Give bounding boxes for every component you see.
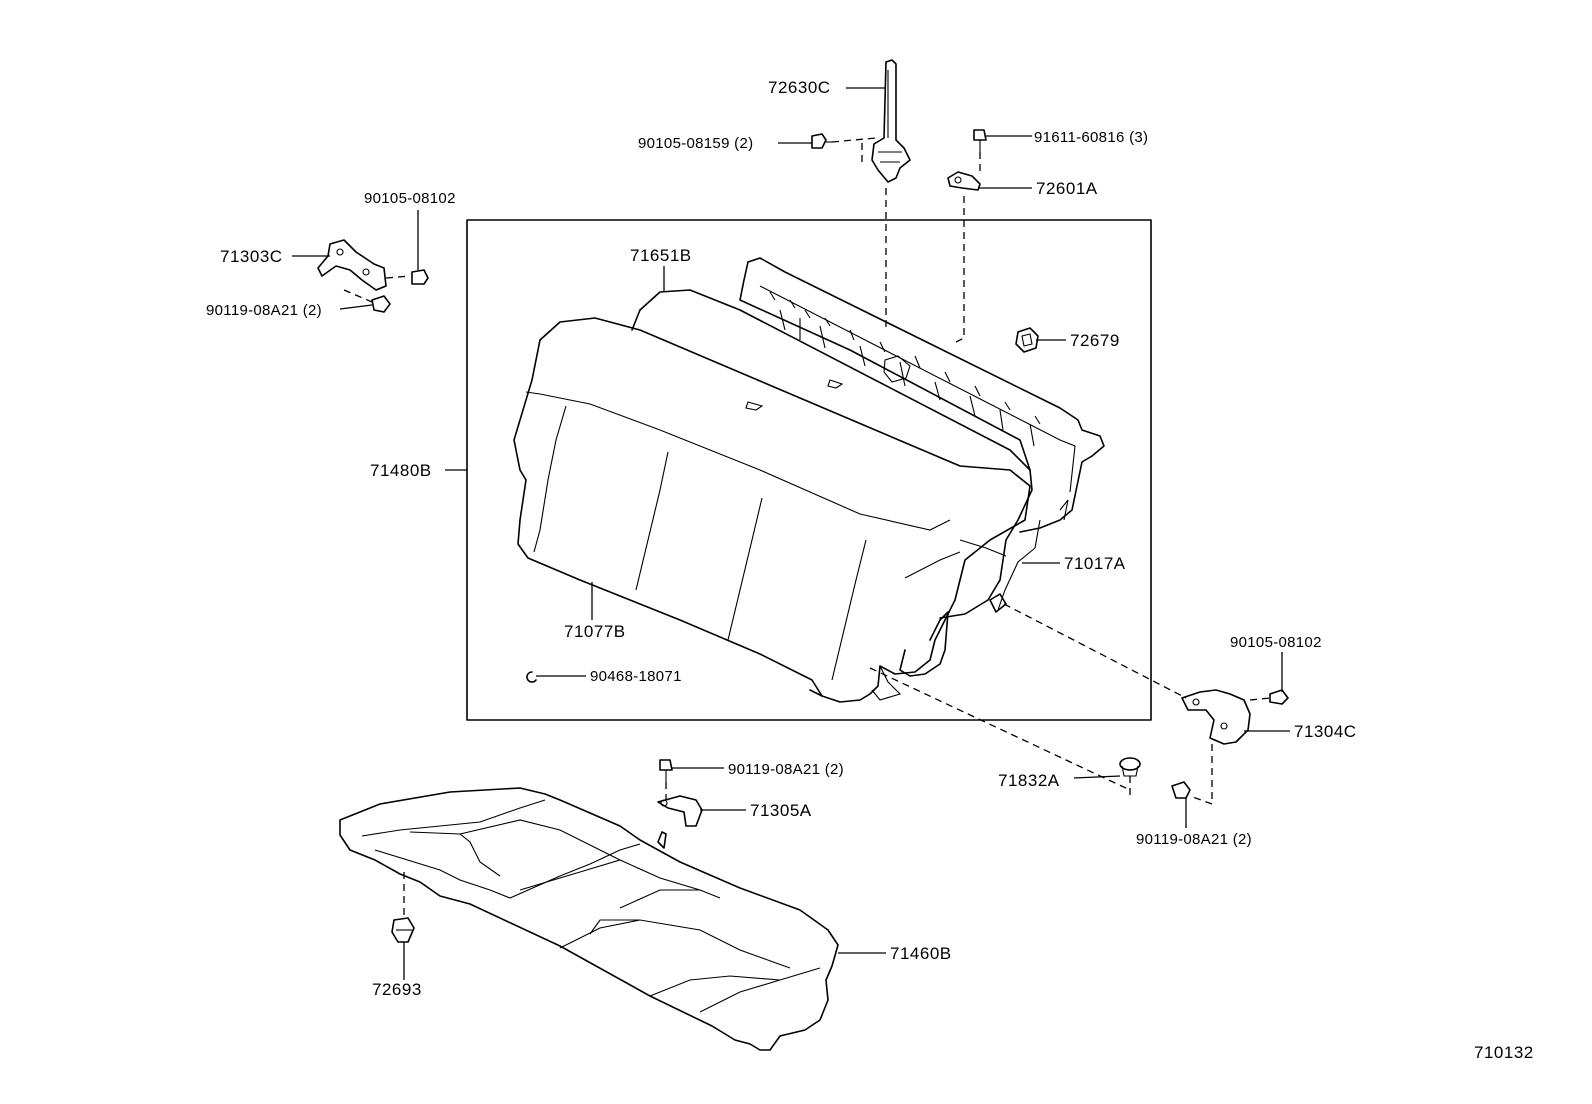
seatback-frame [739,257,1105,613]
callout-71832A: 71832A [998,771,1060,790]
figure-number: 710132 [1474,1043,1534,1062]
callout-72679: 72679 [1070,331,1120,350]
callout-71460B: 71460B [890,944,952,963]
callout-90119-08A21-right: 90119-08A21 (2) [1136,831,1252,848]
bolt-91611-60816 [973,129,987,152]
clip-72679 [1015,327,1039,353]
bracket-72601A [947,171,981,191]
seat-cushion [339,787,839,1051]
callout-90105-08159: 90105-08159 (2) [638,135,753,152]
callout-90119-08A21-left: 90119-08A21 (2) [206,302,322,319]
callout-71480B: 71480B [370,461,432,480]
bolt-90105-08102-right [1269,689,1289,705]
callout-71017A: 71017A [1064,554,1126,573]
callout-90105-08102-left: 90105-08102 [364,190,456,207]
seatback-pad [631,289,1033,619]
striker-72630C [871,59,911,183]
bolt-90119-08A21-mid [659,759,673,782]
clip-72693 [391,917,415,943]
callout-71077B: 71077B [564,622,626,641]
bolt-90105-08159 [811,133,832,149]
callout-71304C: 71304C [1294,722,1357,741]
bolt-90105-08102-left [411,269,429,285]
bolt-90119-08A21-left [371,295,391,313]
hinge-71304C [1181,689,1251,745]
bolt-90119-08A21-right [1171,781,1191,799]
callout-90105-08102-right: 90105-08102 [1230,634,1322,651]
callout-72630C: 72630C [768,78,831,97]
callout-90119-08A21-mid: 90119-08A21 (2) [728,761,844,778]
plug-71832A [1119,757,1141,777]
callout-71305A: 71305A [750,801,812,820]
callout-91611-60816: 91611-60816 (3) [1034,129,1148,146]
leader-lines [292,87,1290,980]
callout-71303C: 71303C [220,247,283,266]
callout-90468-18071: 90468-18071 [590,668,682,685]
clip-90468-18071 [526,671,537,683]
seatback-cover [513,317,1031,703]
hinge-71303C [317,239,387,291]
assembly-lines [343,137,1271,918]
callout-71651B: 71651B [630,246,692,265]
callout-72693: 72693 [372,980,422,999]
callout-72601A: 72601A [1036,179,1098,198]
assembly-frame [466,219,1152,721]
bracket-71305A [657,795,703,827]
